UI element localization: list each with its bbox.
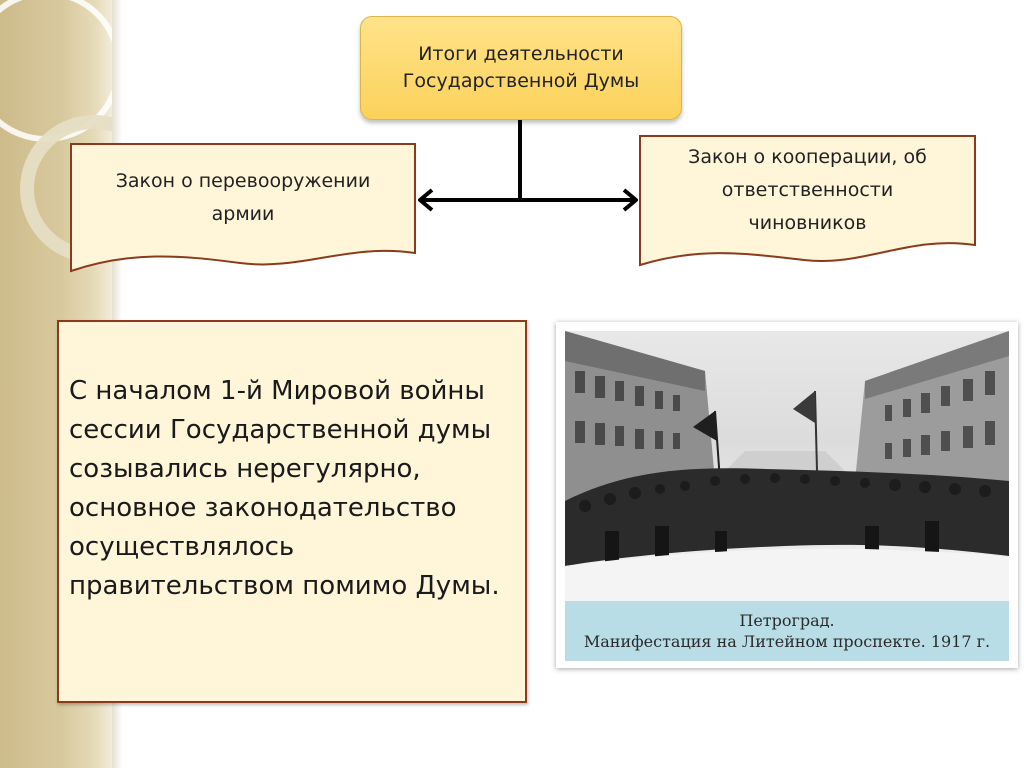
law-cooperation-text: Закон о кооперации, об ответственности ч… [688,146,927,234]
document-shape [70,143,416,273]
law-rearmament-box: Закон о перевооружении армии [70,143,416,273]
main-text: С началом 1-й Мировой войны сессии Госуд… [69,376,500,601]
arrow-right-head [622,188,638,212]
arrow-left-head [418,188,434,212]
duma-results-box: Итоги деятельности Государственной Думы [360,16,682,120]
photo-caption: Петроград. Манифестация на Литейном прос… [565,601,1009,661]
law-rearmament-text: Закон о перевооружении армии [115,170,371,225]
document-shape [639,135,976,267]
photo-caption-description: Манифестация на Литейном проспекте. 1917… [583,632,991,651]
photo-street-demonstration [565,331,1009,601]
photo-illustration [565,331,1009,601]
law-cooperation-box: Закон о кооперации, об ответственности ч… [639,135,976,270]
duma-results-title: Итоги деятельности Государственной Думы [402,43,640,92]
main-text-box: С началом 1-й Мировой войны сессии Госуд… [57,320,527,703]
historical-photo: Петроград. Манифестация на Литейном прос… [556,322,1018,668]
photo-caption-place: Петроград. [739,611,835,630]
